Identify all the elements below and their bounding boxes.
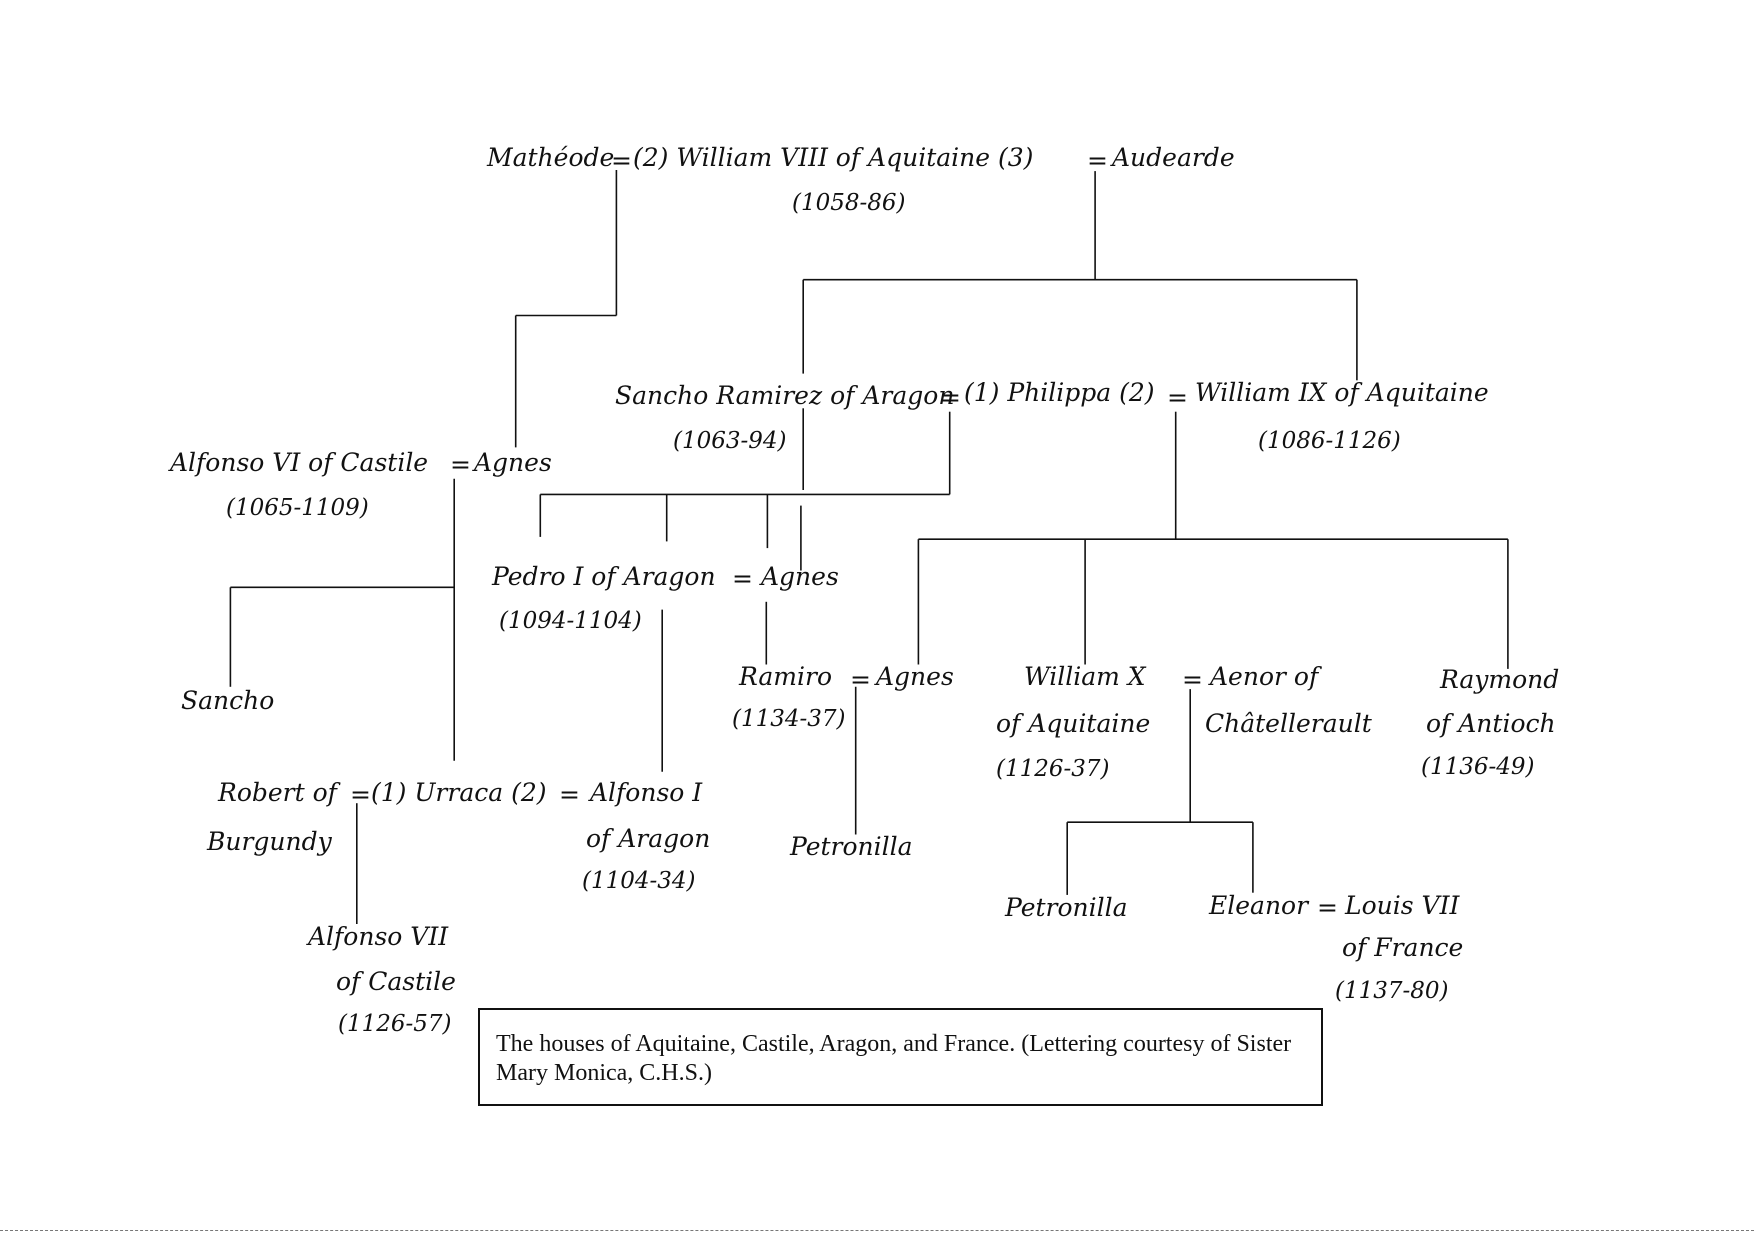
label-raymond: Raymond xyxy=(1440,665,1560,694)
label-eq-ramiro: = xyxy=(850,665,871,694)
label-robert: Robert of xyxy=(218,778,337,807)
label-eq-w10: = xyxy=(1182,665,1203,694)
label-petronilla-1: Petronilla xyxy=(790,832,913,861)
label-agnes-2: Agnes xyxy=(761,562,839,591)
label-sancho-ramirez-dates: (1063-94) xyxy=(673,428,787,454)
label-agnes-3: Agnes xyxy=(876,662,954,691)
label-eq-a6: = xyxy=(450,450,471,479)
label-william8-dates: (1058-86) xyxy=(792,190,906,216)
label-eq-s1: = xyxy=(940,383,961,412)
label-agnes-1: Agnes xyxy=(474,448,552,477)
label-eq-urraca: = xyxy=(559,780,580,809)
label-urraca: (1) Urraca (2) xyxy=(371,778,547,807)
label-sancho-ramirez: Sancho Ramirez of Aragon xyxy=(615,381,955,410)
page-bottom-rule xyxy=(0,1230,1754,1231)
label-aenor: Aenor of xyxy=(1210,662,1319,691)
label-eq-eleanor: = xyxy=(1317,893,1338,922)
label-eq-robert: = xyxy=(350,780,371,809)
label-alfonso6: Alfonso VI of Castile xyxy=(170,448,429,477)
label-raymond-of: of Antioch xyxy=(1426,709,1556,738)
label-ramiro: Ramiro xyxy=(739,662,833,691)
label-eq-m2: = xyxy=(611,146,632,175)
label-mathiode: Mathéode xyxy=(487,143,615,172)
label-philippa: (1) Philippa (2) xyxy=(964,378,1155,407)
label-eq-p2: = xyxy=(1167,383,1188,412)
label-william9: William IX of Aquitaine xyxy=(1195,378,1489,407)
label-audearde: Audearde xyxy=(1112,143,1235,172)
label-william9-dates: (1086-1126) xyxy=(1258,428,1401,454)
label-louis7-of: of France xyxy=(1342,933,1464,962)
label-alfonso7-dates: (1126-57) xyxy=(338,1011,452,1037)
label-chatellerault: Châtellerault xyxy=(1205,709,1372,738)
label-william10-of: of Aquitaine xyxy=(996,709,1151,738)
label-eq-w3: = xyxy=(1087,146,1108,175)
label-william10: William X xyxy=(1024,662,1146,691)
label-alfonso1-dates: (1104-34) xyxy=(582,868,696,894)
label-pedro1: Pedro I of Aragon xyxy=(492,562,716,591)
label-alfonso1: Alfonso I xyxy=(590,778,703,807)
label-alfonso1-of: of Aragon xyxy=(586,824,711,853)
label-sancho: Sancho xyxy=(181,686,275,715)
label-raymond-dates: (1136-49) xyxy=(1421,754,1535,780)
caption-text: The houses of Aquitaine, Castile, Aragon… xyxy=(496,1031,1292,1086)
label-eq-pedro: = xyxy=(732,564,753,593)
label-pedro1-dates: (1094-1104) xyxy=(499,608,642,634)
label-alfonso7-of: of Castile xyxy=(336,967,456,996)
label-louis7-dates: (1137-80) xyxy=(1335,978,1449,1004)
label-petronilla-2: Petronilla xyxy=(1005,893,1128,922)
caption-box: The houses of Aquitaine, Castile, Aragon… xyxy=(478,1008,1323,1106)
label-ramiro-dates: (1134-37) xyxy=(732,706,846,732)
label-louis7: Louis VII xyxy=(1345,891,1460,920)
label-eleanor: Eleanor xyxy=(1209,891,1309,920)
label-william8: (2) William VIII of Aquitaine (3) xyxy=(633,143,1034,172)
label-alfonso7: Alfonso VII xyxy=(308,922,449,951)
label-burgundy: Burgundy xyxy=(207,827,332,856)
label-william10-dates: (1126-37) xyxy=(996,756,1110,782)
label-alfonso6-dates: (1065-1109) xyxy=(226,495,369,521)
